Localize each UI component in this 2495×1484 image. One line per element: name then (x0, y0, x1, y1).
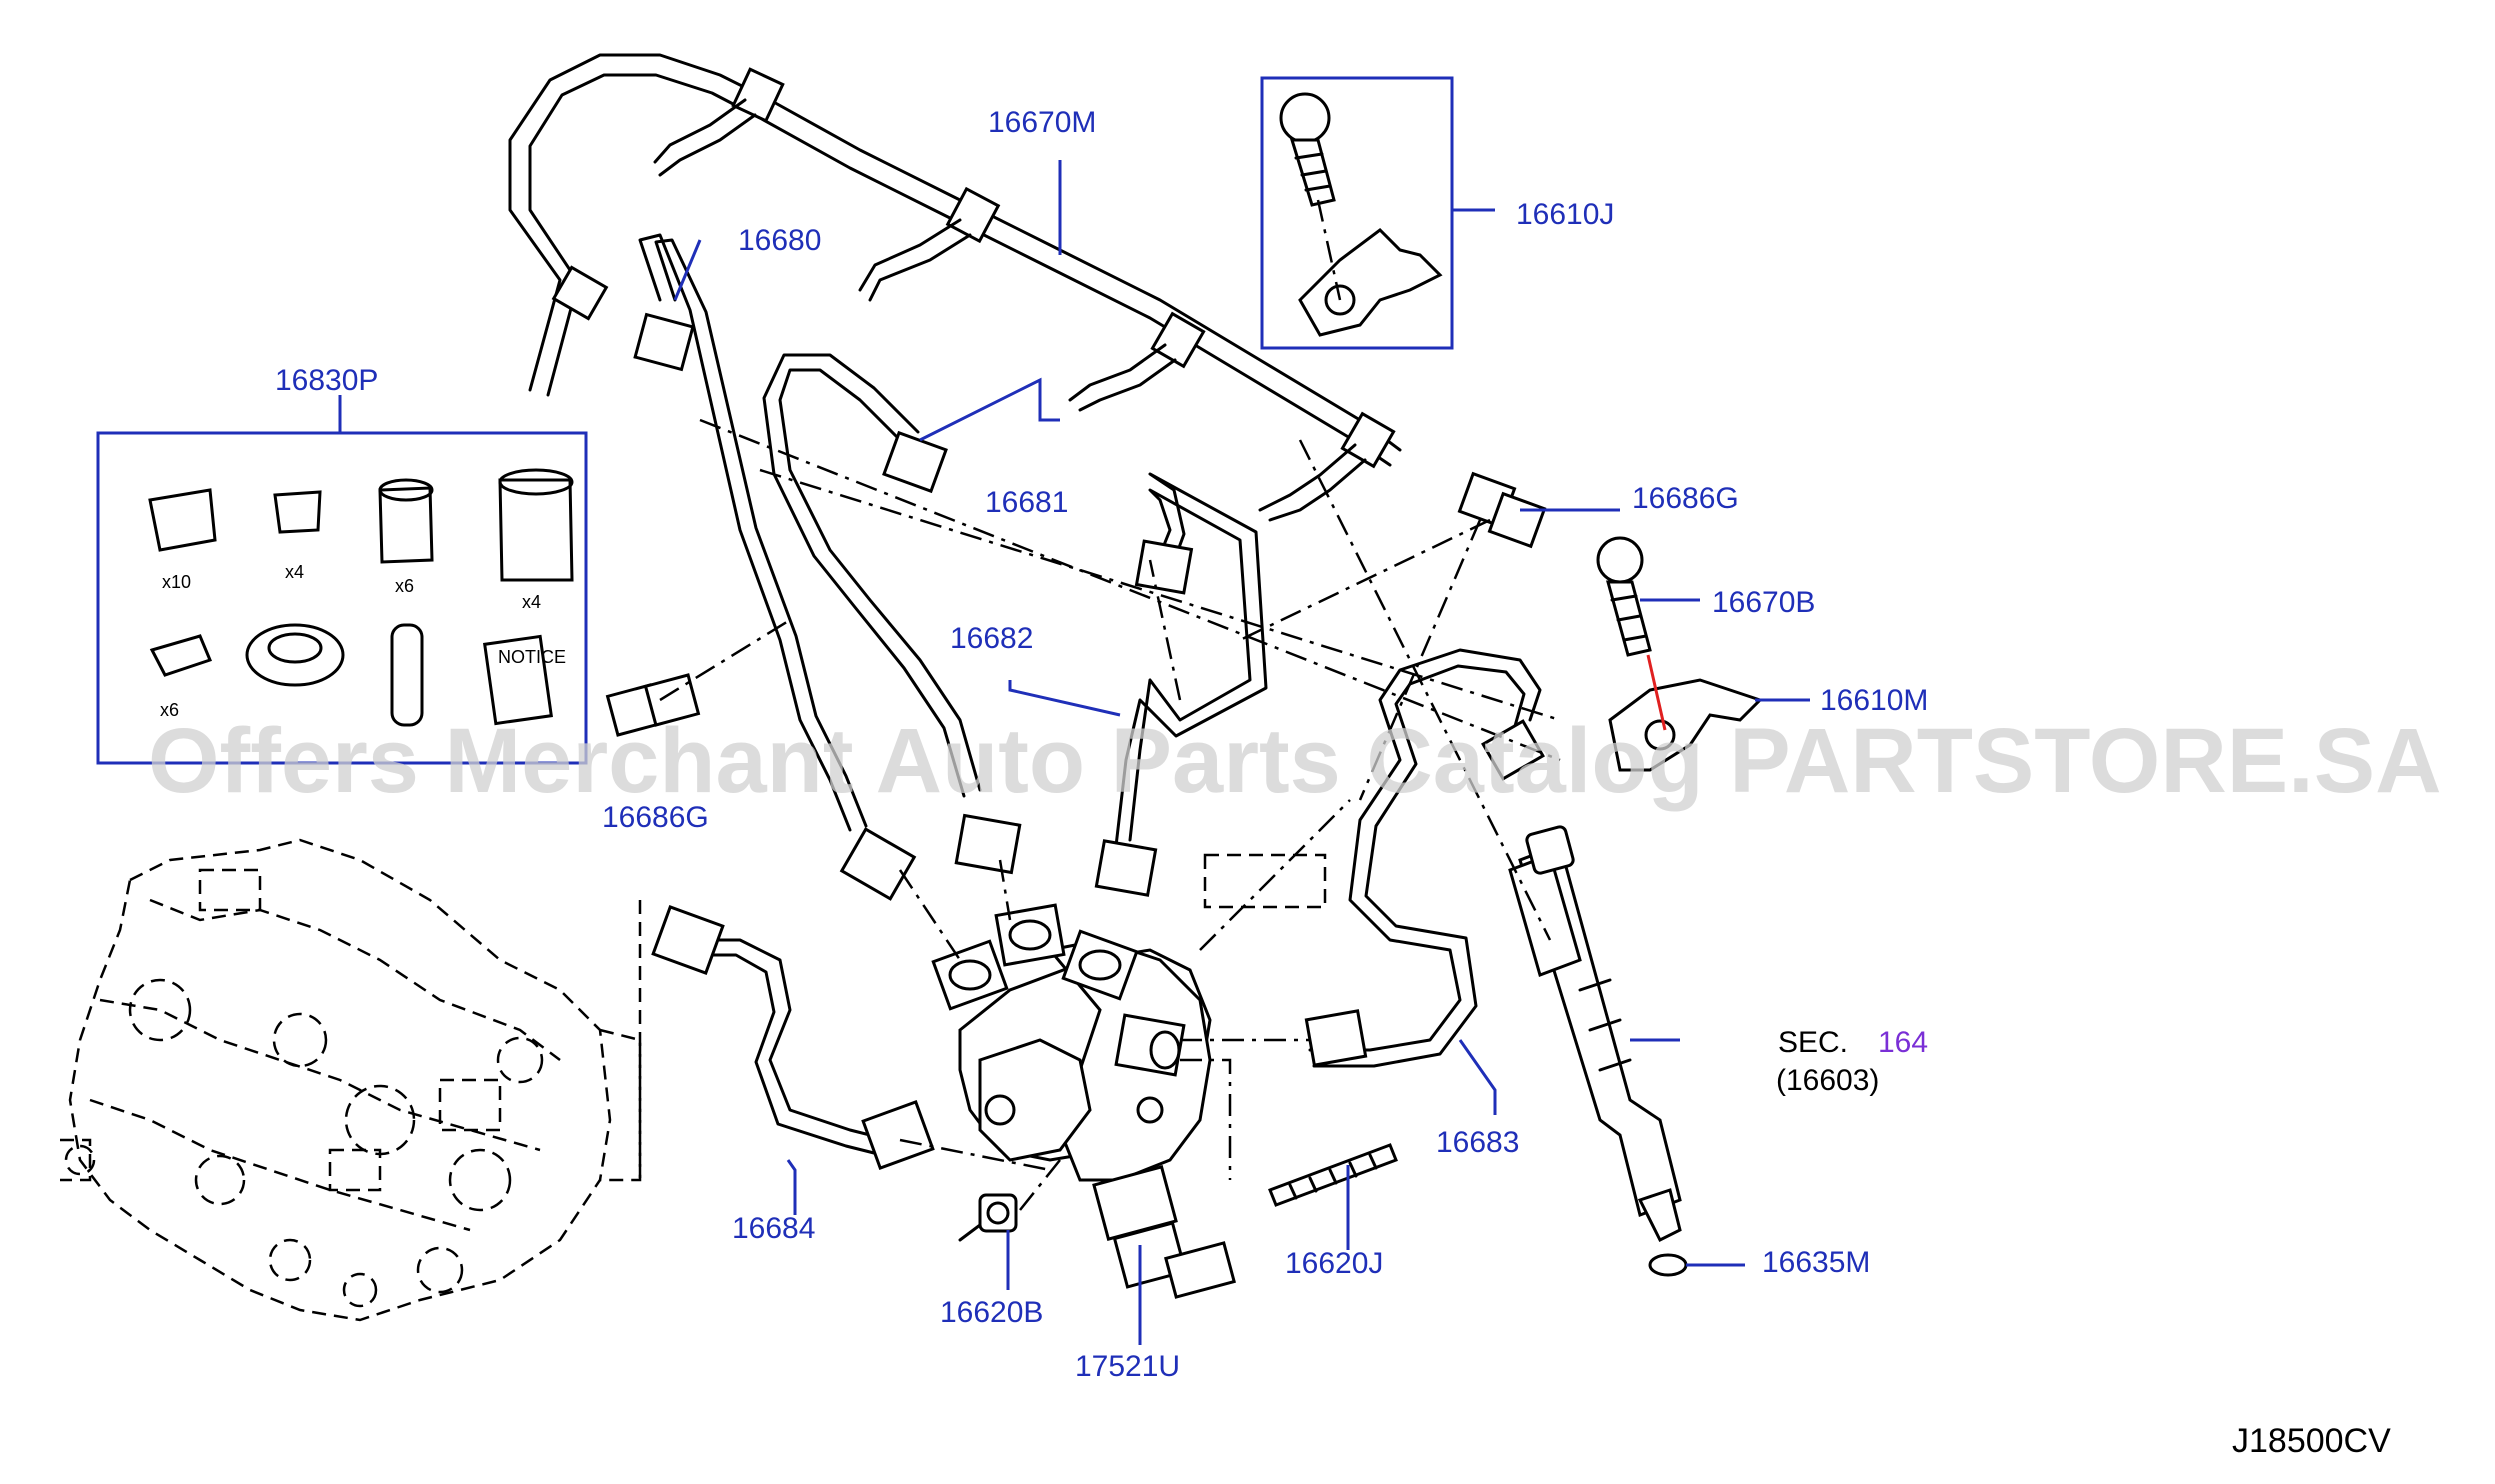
label-16670B[interactable]: 16670B (1712, 586, 1815, 619)
label-16683[interactable]: 16683 (1436, 1126, 1519, 1159)
assembly-centre-lines (659, 418, 1561, 1211)
kit-qty-3: x6 (395, 576, 414, 596)
bolt-alignment-line (1646, 654, 1667, 731)
diagram-code: J18500CV (2232, 1422, 2391, 1460)
bolt-16670B (1596, 536, 1652, 657)
label-16682[interactable]: 16682 (950, 622, 1033, 655)
seal-washer-16635M (1648, 1253, 1688, 1277)
kit-qty-1: x10 (162, 572, 191, 592)
kit-notice-text: NOTICE (498, 647, 566, 667)
watermark-text: Offers Merchant Auto Parts Catalog PARTS… (148, 710, 2442, 812)
kit-qty-2: x4 (285, 562, 304, 582)
kit-qty-4: x4 (522, 592, 541, 612)
label-sec-number[interactable]: 164 (1878, 1026, 1928, 1059)
clip-16686G-right (1457, 471, 1547, 549)
engine-block-outline (60, 838, 642, 1322)
pressure-sensor-17521U (1092, 1165, 1236, 1299)
fuel-pump-assembly (931, 903, 1212, 1182)
label-16680[interactable]: 16680 (738, 224, 821, 257)
hidden-part-box (1203, 853, 1327, 909)
injection-pipe-16684 (651, 905, 935, 1170)
label-16686G-right[interactable]: 16686G (1632, 482, 1739, 515)
label-16686G-left[interactable]: 16686G (602, 801, 709, 834)
inset-16610J (1260, 76, 1454, 350)
label-sec: SEC. (1778, 1026, 1848, 1059)
kit-qty-5: x6 (160, 700, 179, 720)
return-hose-assembly (508, 53, 1402, 522)
label-16610M[interactable]: 16610M (1820, 684, 1928, 717)
label-16620J[interactable]: 16620J (1285, 1247, 1383, 1280)
stud-16620J (1268, 1143, 1398, 1207)
leader-lines (338, 160, 1810, 1345)
injection-pipe-16683 (1304, 648, 1545, 1068)
label-16830P[interactable]: 16830P (275, 364, 378, 397)
label-17521U[interactable]: 17521U (1075, 1350, 1180, 1383)
inset-16830P-kit (96, 431, 588, 765)
label-16670M[interactable]: 16670M (988, 106, 1096, 139)
clamp-16610M (1608, 678, 1763, 772)
label-16684[interactable]: 16684 (732, 1212, 815, 1245)
label-16610J[interactable]: 16610J (1516, 198, 1614, 231)
label-sec-part: (16603) (1776, 1064, 1879, 1097)
injection-pipe-16680 (633, 233, 917, 901)
clip-16686G-left (605, 673, 701, 737)
label-16620B[interactable]: 16620B (940, 1296, 1043, 1329)
fuel-injector (1508, 825, 1682, 1243)
nut-16620B (958, 1193, 1018, 1242)
label-16681[interactable]: 16681 (985, 486, 1068, 519)
injection-pipe-16682 (1094, 472, 1268, 897)
label-16635M[interactable]: 16635M (1762, 1246, 1870, 1279)
